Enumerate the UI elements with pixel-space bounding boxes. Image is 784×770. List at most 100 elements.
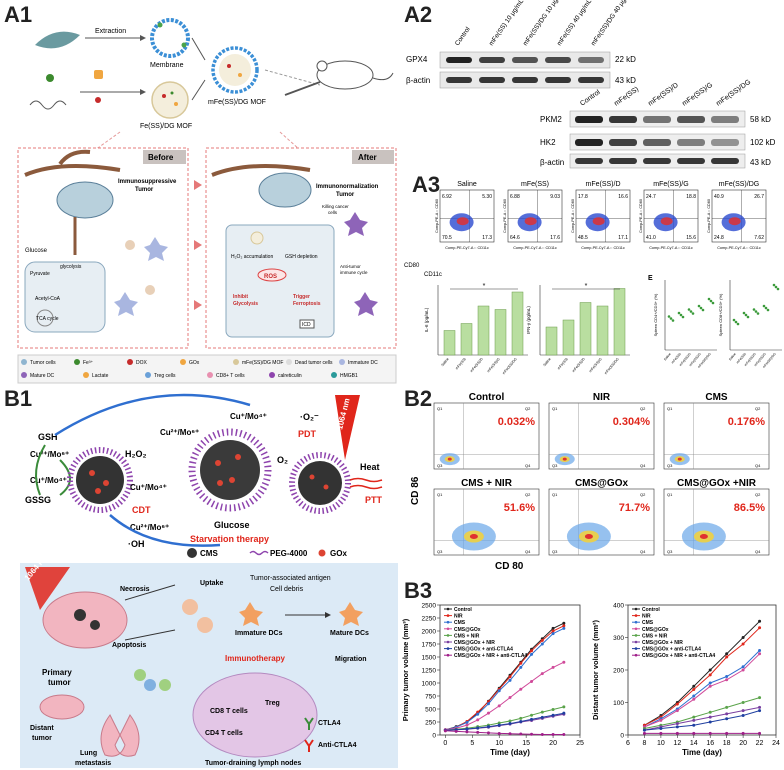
b3-data-point — [708, 668, 712, 672]
spleen-dot — [776, 287, 780, 291]
before-label: Before — [148, 153, 174, 162]
cms-nanoparticle-left — [67, 447, 133, 513]
b3-data-point — [519, 732, 523, 736]
b3-data-point — [454, 729, 458, 733]
b3-ytick-label: 400 — [613, 603, 624, 610]
b3-data-point — [708, 710, 712, 714]
b3-data-point — [465, 727, 469, 731]
b3-data-point — [758, 649, 762, 652]
bar-group-label: mFe(SS)/DG — [604, 357, 620, 375]
bar-group-label: Saline — [542, 357, 551, 367]
b2-q1: Q1 — [437, 492, 443, 497]
b3-data-point — [725, 705, 729, 709]
spleen-dot — [687, 308, 691, 311]
b2-density-peak — [562, 457, 567, 461]
bactin-band-bottom — [575, 158, 603, 164]
b2-q1: Q1 — [667, 492, 673, 497]
b3-series-line — [644, 620, 760, 726]
b3-data-point — [551, 632, 555, 636]
b3-legend-marker — [446, 614, 450, 617]
b3-data-point — [708, 673, 712, 677]
ros-label: ROS — [264, 274, 277, 280]
a3-flow-q-lr: 17.6 — [550, 235, 560, 241]
spleen-dot — [746, 315, 750, 319]
after-label: After — [358, 153, 377, 162]
b2-ylabel: CD 86 — [410, 476, 421, 505]
a3-flow-xaxis: Comp-PE-Cy7-A :: CD11c — [717, 246, 761, 250]
dot-pink-icon — [207, 372, 213, 378]
membrane-vesicle-icon — [150, 18, 190, 58]
b3-xtick-label: 8 — [642, 740, 646, 747]
immature-label: Immature DCs — [235, 630, 283, 637]
a3-flow-q-ll: 48.5 — [578, 235, 588, 241]
panel-label-a2: A2 — [404, 2, 433, 27]
b3-legend-label: CMS@GOx + NIR + anti-CTLA4 — [642, 653, 715, 659]
kd22-label: 22 kD — [615, 55, 636, 64]
dot-blue-icon — [145, 372, 151, 378]
a3-flow-xaxis: Comp-PE-Cy7-A :: CD11c — [445, 246, 489, 250]
a2-lane-label-bottom: mFe(SS)/G — [681, 82, 714, 108]
b3-data-point — [562, 621, 566, 625]
b3-xtick-label: 20 — [549, 740, 557, 747]
dot-ylabel: Spleen CD4+/CD3+ (%) — [653, 293, 658, 336]
bar-group-label: mFe(SS)/D — [469, 357, 484, 373]
pyruvate-label: Pyruvate — [30, 271, 50, 277]
b3-legend-label: NIR — [642, 614, 651, 620]
h2o2-label: H₂O₂ accumulation — [231, 254, 273, 260]
gpx4-band — [479, 57, 505, 63]
b3-data-point — [497, 704, 501, 708]
b3-data-point — [741, 665, 745, 669]
b3-data-point — [741, 642, 745, 646]
b3-data-point — [497, 723, 501, 727]
a1-legend-label: DOX — [136, 360, 148, 366]
hk2-label: HK2 — [540, 138, 556, 147]
b3-data-point — [530, 649, 534, 653]
b3-data-point — [741, 714, 745, 717]
b3-xlabel: Time (day) — [490, 748, 530, 757]
treg-label: Treg — [265, 700, 280, 707]
bactin-band-bottom — [711, 158, 739, 164]
a3-flow-yaxis: Comp-PE-A :: CD80 — [571, 199, 575, 233]
b3-data-point — [692, 688, 696, 691]
b3-xtick-label: 5 — [470, 740, 474, 747]
cytokine-bar — [596, 305, 609, 356]
b2-plot-title: CMS@GOx — [575, 478, 629, 489]
spleen-dot — [766, 308, 770, 312]
dot-orange-icon — [83, 372, 89, 378]
b2-q2: Q2 — [525, 406, 531, 411]
b3-data-point — [465, 721, 469, 725]
a1-legend-label: mFe(SS)/DG MOF — [242, 360, 283, 366]
bar-group-label: mFe(SS) — [455, 357, 467, 370]
a3-flow-title: Saline — [457, 181, 477, 188]
b1-legend-label: PEG-4000 — [270, 549, 308, 558]
b3-legend-label: CMS + NIR — [454, 633, 480, 639]
a3-flow-xaxis: Comp-PE-Cy7-A :: CD11c — [581, 246, 625, 250]
b3-data-point — [497, 689, 501, 693]
cd4-label: CD4 T cells — [205, 730, 243, 737]
hk2-band — [609, 139, 637, 146]
a1-legend-label: Dead tumor cells — [295, 360, 333, 366]
b3-legend-marker — [446, 647, 450, 650]
acetyl-label: Acetyl-CoA — [35, 296, 61, 302]
a3-flow-q-ur: 16.6 — [618, 194, 628, 200]
b3-data-point — [659, 718, 663, 722]
spleen-dot — [681, 315, 685, 319]
immunotherapy-label: Immunotherapy — [225, 654, 286, 663]
b3-data-point — [725, 717, 729, 721]
bactin-band-top — [479, 77, 505, 83]
b3-data-point — [692, 731, 696, 735]
b3-xtick-label: 6 — [626, 740, 630, 747]
dot-group-label: mFe(SS) — [736, 352, 747, 364]
spleen-dot — [707, 297, 711, 301]
b3-data-point — [508, 678, 512, 682]
dot-group-label: Saline — [663, 352, 672, 362]
b3-data-point — [659, 731, 663, 735]
spleen-dot — [754, 310, 758, 313]
spleen-dot — [772, 283, 776, 287]
b2-plot-title: CMS + NIR — [461, 478, 513, 489]
pkm2-band — [609, 116, 637, 123]
before-box: Before Immunosuppressive Tumor Glucose P… — [17, 147, 189, 349]
spleen-dot — [669, 317, 673, 320]
